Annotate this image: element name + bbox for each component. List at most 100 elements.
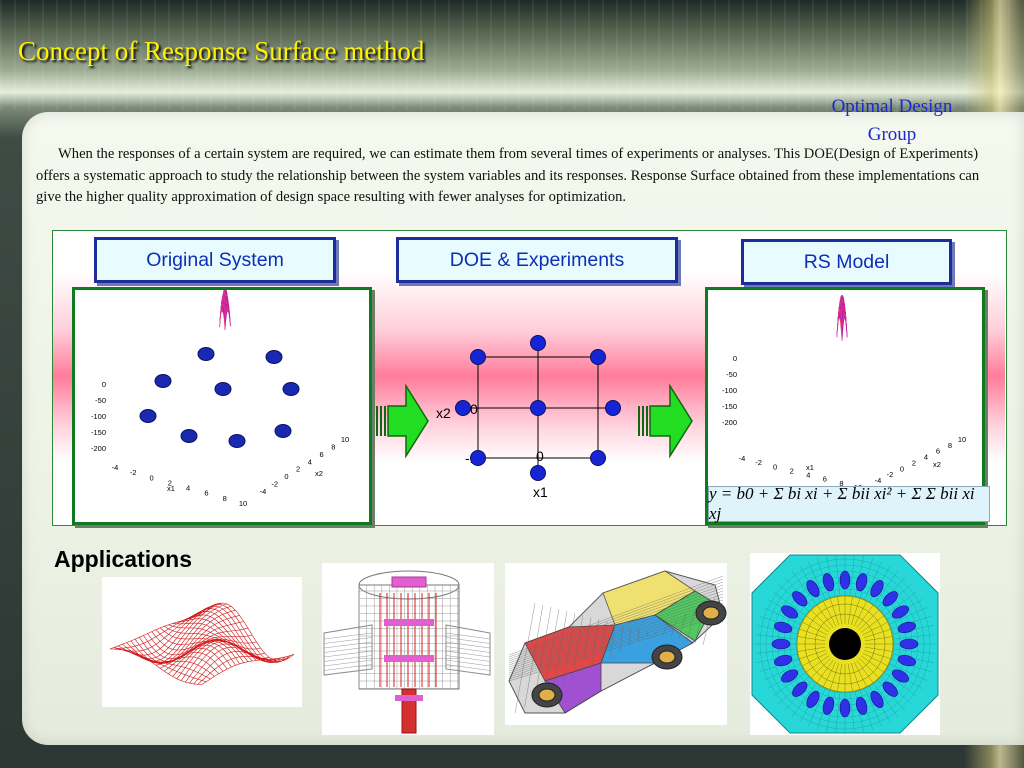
- x1-tick-label: 4: [186, 484, 190, 493]
- mesh-ring: [391, 576, 427, 588]
- slide-title: Concept of Response Surface method: [18, 36, 425, 66]
- arrow-right-icon: [638, 383, 693, 459]
- z-tick-label: -150: [722, 402, 737, 411]
- mesh-ring: [384, 655, 434, 662]
- stator-slot: [781, 669, 799, 683]
- stator-slot: [806, 580, 820, 598]
- car-hub: [538, 688, 556, 702]
- x1-axis-label: x1: [167, 484, 175, 493]
- doe-point: [605, 400, 621, 416]
- z-tick-label: -150: [91, 428, 106, 437]
- x2-tick-label: -2: [271, 480, 278, 489]
- background-texture: [0, 0, 1024, 110]
- x1-tick-label: 8: [223, 494, 227, 503]
- stator-slot: [891, 605, 909, 619]
- stator-slot: [806, 690, 820, 708]
- doe-point: [455, 400, 471, 416]
- car-hub: [658, 650, 676, 664]
- rs-model-surface-plot: 0-50-100-150-200-4-20246810-4-20246810x1…: [722, 294, 966, 492]
- stator-slot: [774, 621, 793, 634]
- x1-tick-label: 0: [773, 462, 777, 471]
- sample-point: [228, 434, 246, 448]
- box-doe-experiments: DOE & Experiments: [396, 237, 678, 283]
- x1-tick-label: 8: [839, 479, 843, 488]
- arrow-right-icon: [376, 383, 429, 459]
- x2-tick-label: 2: [296, 465, 300, 474]
- stator-slot: [899, 638, 919, 650]
- x2-tick-label: 4: [308, 457, 312, 466]
- applications-heading: Applications: [54, 546, 193, 572]
- application-cylinder-mesh-image: [322, 563, 494, 735]
- x2-tick-label: -4: [875, 476, 882, 485]
- stator-slot: [781, 605, 799, 619]
- doe-point: [470, 450, 486, 466]
- x1-tick-label: -4: [739, 454, 746, 463]
- z-tick-label: -100: [722, 386, 737, 395]
- application-car-crash-mesh-image: [505, 563, 727, 725]
- sample-point: [197, 347, 215, 361]
- z-tick-label: -200: [91, 444, 106, 453]
- doe-point: [590, 450, 606, 466]
- z-tick-label: 0: [102, 380, 106, 389]
- stator-slot: [792, 591, 808, 607]
- mesh-ring: [395, 695, 423, 701]
- stator-slot: [870, 580, 884, 598]
- body-paragraph: When the responses of a certain system a…: [36, 146, 980, 205]
- doe-point: [530, 465, 546, 481]
- x2-tick-label: 6: [936, 447, 940, 456]
- x2-tick-label: 6: [319, 450, 323, 459]
- sample-point: [180, 429, 198, 443]
- x1-tick-label: 2: [168, 478, 172, 487]
- stator-slot: [882, 681, 898, 697]
- x1-tick-label: -2: [755, 458, 762, 467]
- x2-tick-label: 10: [958, 435, 966, 444]
- group-label-line2: Group: [867, 124, 917, 145]
- sample-point: [139, 409, 157, 423]
- z-tick-label: -100: [91, 412, 106, 421]
- stator-slot: [822, 696, 835, 715]
- x2-tick-label: 8: [331, 442, 335, 451]
- application-motor-mesh-image: [750, 553, 940, 735]
- doe-design-plot: x2 0 -1 0 1 x1: [436, 335, 621, 500]
- x1-tick-label: 6: [823, 475, 827, 484]
- rs-equation: y = b0 + Σ bi xi + Σ bii xi² + Σ Σ bii x…: [708, 484, 990, 523]
- x2-tick-label: 0: [470, 401, 478, 417]
- stator-slot: [897, 654, 916, 667]
- stator-slot: [822, 573, 835, 592]
- x1-tick-label: 2: [790, 466, 794, 475]
- stator-slot: [855, 573, 868, 592]
- stator-slot: [839, 570, 851, 590]
- doe-point: [530, 335, 546, 351]
- rs-equation-text: y = b0 + Σ bi xi + Σ bii xi² + Σ Σ bii x…: [709, 484, 975, 523]
- sample-point: [282, 382, 300, 396]
- x2-tick-label: 0: [900, 464, 904, 473]
- x1-axis-label: x1: [533, 484, 548, 500]
- mesh-ring: [384, 619, 434, 626]
- x1-tick-label: 6: [204, 489, 208, 498]
- z-tick-label: -50: [95, 396, 106, 405]
- rs-model-frame: 0-50-100-150-200-4-20246810-4-20246810x1…: [705, 287, 985, 525]
- x1-tick-label: 4: [806, 471, 810, 480]
- doe-point: [470, 349, 486, 365]
- z-tick-label: -50: [726, 370, 737, 379]
- stator-slot: [897, 621, 916, 634]
- x2-axis-label: x2: [315, 469, 323, 478]
- x2-tick-label: 8: [948, 441, 952, 450]
- x2-axis-label: x2: [933, 460, 941, 469]
- x2-axis-label: x2: [436, 405, 451, 421]
- stator-slot: [870, 690, 884, 708]
- surface-wireframe: [836, 294, 848, 341]
- x2-tick-label: 10: [341, 435, 349, 444]
- x2-tick-label: -2: [887, 470, 894, 479]
- x1-tick-label: -4: [112, 463, 119, 472]
- z-tick-label: 0: [733, 354, 737, 363]
- stator-slot: [839, 698, 851, 718]
- x2-tick-label: 0: [284, 472, 288, 481]
- sample-point: [154, 374, 172, 388]
- doe-point: [590, 349, 606, 365]
- box-rs-model: RS Model: [741, 239, 952, 285]
- doe-point: [530, 400, 546, 416]
- sample-point: [265, 350, 283, 364]
- x1-tick-label: -2: [130, 468, 137, 477]
